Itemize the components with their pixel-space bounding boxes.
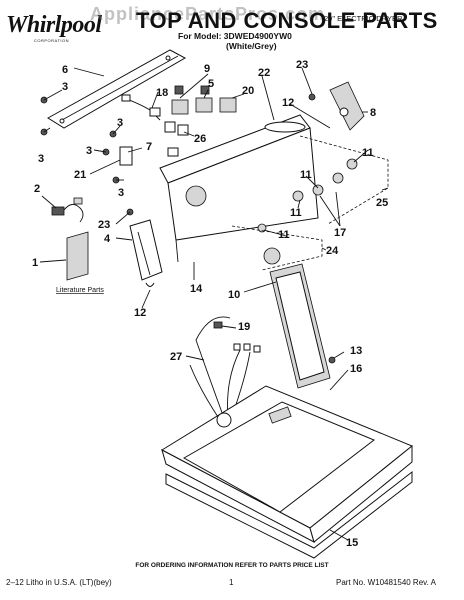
callout-17: 17 <box>334 227 346 239</box>
lint-screen-part <box>269 263 331 389</box>
logo-subtitle: CORPORATION <box>34 38 69 43</box>
callout-27: 27 <box>170 351 182 363</box>
callout-25: 25 <box>376 197 388 209</box>
callout-11d: 11 <box>278 229 290 241</box>
page-number: 1 <box>229 578 234 587</box>
page-title: TOP AND CONSOLE PARTS <box>136 8 438 33</box>
callout-18: 18 <box>156 87 168 99</box>
callout-11c: 11 <box>290 207 302 219</box>
switch-parts <box>171 85 237 115</box>
lid-bracket-part <box>329 81 365 131</box>
knob-parts <box>257 158 358 265</box>
callout-15: 15 <box>346 537 358 549</box>
product-type: 29" ELECTRIC DRYER <box>324 14 403 23</box>
callout-6: 6 <box>62 64 68 76</box>
callout-10: 10 <box>228 289 240 301</box>
assembly-boundaries <box>231 135 389 271</box>
callout-3b: 3 <box>38 153 44 165</box>
callout-20: 20 <box>242 85 254 97</box>
callout-2: 2 <box>34 183 40 195</box>
callout-11b: 11 <box>300 169 312 181</box>
cover-part <box>129 219 163 287</box>
callout-16: 16 <box>350 363 362 375</box>
watermark: AppliancePartsPros.com <box>90 4 326 24</box>
callout-21: 21 <box>74 169 86 181</box>
callout-26: 26 <box>194 133 206 145</box>
power-cord-part <box>51 197 84 223</box>
model-number: For Model: 3DWED4900YW0 <box>178 31 292 41</box>
part-number: Part No. W10481540 Rev. A <box>336 578 436 587</box>
callout-13: 13 <box>350 345 362 357</box>
literature-label: Literature Parts <box>56 287 104 294</box>
callout-7: 7 <box>146 141 152 153</box>
callout-9: 9 <box>204 63 210 75</box>
callout-leaders <box>39 67 389 541</box>
callout-14: 14 <box>190 283 203 295</box>
ordering-note: FOR ORDERING INFORMATION REFER TO PARTS … <box>135 562 329 569</box>
callout-1: 1 <box>32 257 38 269</box>
whirlpool-logo: Whirlpool <box>6 12 102 38</box>
callout-19: 19 <box>238 321 250 333</box>
clip-parts <box>164 121 189 136</box>
callout-24: 24 <box>326 245 339 257</box>
wire-harness-part <box>121 94 161 121</box>
dryer-top-part <box>160 385 413 543</box>
callout-5: 5 <box>208 78 214 90</box>
callout-4: 4 <box>104 233 111 245</box>
callout-3c: 3 <box>117 117 123 129</box>
callout-23a: 23 <box>98 219 110 231</box>
callout-12b: 12 <box>282 97 294 109</box>
callout-3d: 3 <box>86 145 92 157</box>
literature-part <box>66 231 89 281</box>
callout-8: 8 <box>370 107 376 119</box>
callout-3e: 3 <box>118 187 124 199</box>
front-panel-part <box>165 470 413 559</box>
rear-bracket-part <box>47 49 187 129</box>
callout-numbers: 6 3 3 3 3 3 7 21 2 23 4 1 14 12 9 5 20 1… <box>32 59 388 549</box>
litho-info: 2–12 Litho in U.S.A. (LT)(bey) <box>6 578 112 587</box>
callout-3a: 3 <box>62 81 68 93</box>
model-color: (White/Grey) <box>226 41 277 51</box>
callout-12a: 12 <box>134 307 146 319</box>
callout-22: 22 <box>258 67 270 79</box>
callout-11a: 11 <box>362 147 374 159</box>
callout-23b: 23 <box>296 59 308 71</box>
console-panel-part <box>159 114 319 263</box>
